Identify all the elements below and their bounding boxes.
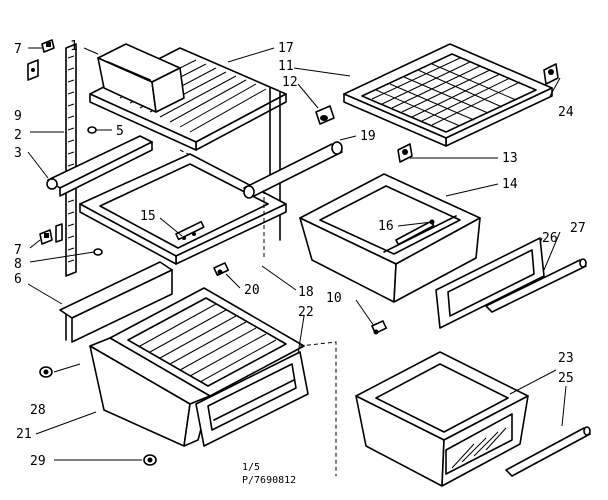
callout-14: 14	[502, 177, 518, 192]
screw-8	[93, 248, 103, 256]
callout-21: 21	[16, 427, 32, 442]
wire-shelf	[343, 43, 553, 147]
lower-shelf-trim	[59, 261, 173, 343]
callout-17: 17	[278, 41, 294, 56]
callout-8: 8	[14, 257, 22, 272]
callout-5: 5	[116, 124, 124, 139]
callout-7-top: 7	[14, 42, 22, 57]
part-number: P/7690812	[242, 475, 296, 486]
clip-lower	[39, 223, 63, 245]
callout-7-bottom: 7	[14, 243, 22, 258]
dairy-tray	[97, 43, 185, 113]
callout-23: 23	[558, 351, 574, 366]
callout-15: 15	[140, 209, 156, 224]
callout-22: 22	[298, 305, 314, 320]
callout-1: 1	[70, 39, 78, 54]
callout-25: 25	[558, 371, 574, 386]
fastener-29	[143, 454, 157, 466]
leader-lines	[27, 47, 567, 461]
crisper-front-22	[195, 351, 309, 447]
fastener-10	[371, 320, 388, 335]
callout-9: 9	[14, 109, 22, 124]
shelf-bracket-12	[315, 105, 335, 125]
drawer-handle-25	[505, 426, 591, 477]
callout-18: 18	[298, 285, 314, 300]
callout-6: 6	[14, 272, 22, 287]
callout-labels: 1 2 3 5 6 7 7 8 9 10 11 12 13 14 15 16 1…	[14, 39, 586, 469]
drawer-handle-27	[485, 258, 587, 313]
crisper-cover-tube	[243, 141, 343, 199]
clip-top	[41, 39, 55, 53]
shelf-front-trim	[46, 135, 153, 197]
footer: 1/5 P/7690812	[242, 462, 296, 486]
callout-12: 12	[282, 75, 298, 90]
shelf-support-rail	[65, 43, 77, 277]
callout-20: 20	[244, 283, 260, 298]
callout-11: 11	[278, 59, 294, 74]
callout-27: 27	[570, 221, 586, 236]
callout-19: 19	[360, 129, 376, 144]
shelf-bracket-13	[397, 143, 413, 163]
sheet-number: 1/5	[242, 462, 260, 473]
deli-drawer	[299, 173, 481, 303]
fastener-20	[213, 262, 230, 277]
callout-26: 26	[542, 231, 558, 246]
callout-16: 16	[378, 219, 394, 234]
callout-2: 2	[14, 128, 22, 143]
shelf-bracket-24	[543, 63, 559, 85]
callout-28: 28	[30, 403, 46, 418]
bottom-drawer	[355, 351, 529, 487]
drawer-front-26	[435, 237, 545, 329]
glass-shelf	[79, 153, 287, 265]
bracket-9	[27, 59, 39, 81]
callout-13: 13	[502, 151, 518, 166]
callout-3: 3	[14, 146, 22, 161]
callout-10: 10	[326, 291, 342, 306]
callout-29: 29	[30, 454, 46, 469]
fastener-28	[39, 366, 53, 378]
callout-24: 24	[558, 105, 574, 120]
